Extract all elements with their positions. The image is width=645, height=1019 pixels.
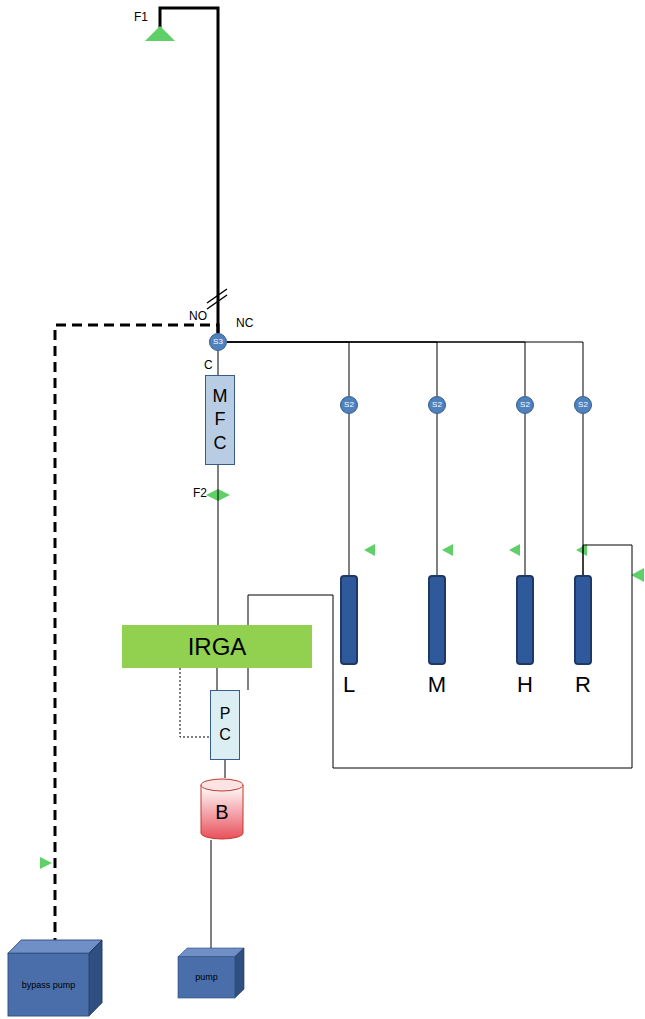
node-text: H [510, 672, 540, 697]
node-text: R [568, 672, 598, 697]
valve-circle: S2 [574, 396, 592, 414]
flow-connector [217, 668, 218, 690]
flow-connector [437, 414, 438, 575]
sample-tube: H [510, 575, 540, 697]
flow-label: NO [189, 309, 207, 323]
sample-tube: M [422, 575, 452, 697]
tube-body [516, 575, 534, 665]
buffer-cylinder: B [200, 778, 244, 840]
sample-tube: L [334, 575, 364, 697]
node-text: IRGA [188, 633, 247, 661]
flow-connector [225, 760, 226, 778]
node-text: bypass pump [22, 980, 76, 990]
flow-connector [180, 668, 210, 737]
node-text: S2 [578, 400, 588, 409]
flow-marker [442, 544, 453, 556]
flow-marker [364, 544, 375, 556]
flow-connector [218, 351, 219, 375]
flow-connector [218, 465, 219, 625]
flow-connector [227, 342, 525, 396]
flow-marker [576, 544, 587, 556]
flow-marker [40, 857, 52, 869]
node-text: S2 [344, 400, 354, 409]
flow-label: F2 [193, 486, 207, 500]
valve-circle: S2 [516, 396, 534, 414]
flow-marker [631, 568, 644, 582]
node-text: M F C [212, 385, 228, 455]
flow-label: C [204, 358, 213, 372]
valve-circle: S2 [340, 396, 358, 414]
tube-body [428, 575, 446, 665]
pressure-controller: P C [210, 690, 240, 760]
irga-stub [248, 668, 249, 690]
valve-circle: S2 [428, 396, 446, 414]
node-text: L [334, 672, 364, 697]
flow-label: NC [236, 316, 253, 330]
flow-connector [227, 342, 349, 396]
break-mark [207, 295, 227, 309]
inlet-line [160, 8, 218, 333]
node-text: M [422, 672, 452, 697]
gas-analyzer: IRGA [122, 625, 312, 668]
flow-label: F1 [134, 10, 148, 24]
pump-outline [8, 940, 102, 1016]
flow-connector [349, 414, 350, 575]
tube-body [574, 575, 592, 665]
flow-connector [211, 840, 212, 948]
tube-body [340, 575, 358, 665]
flow-connector [227, 342, 437, 396]
break-mark [207, 289, 227, 303]
node-text: S3 [213, 337, 223, 346]
flow-connector [227, 342, 583, 396]
bypass-pump: bypass pump [8, 940, 102, 1016]
node-text: S2 [432, 400, 442, 409]
flow-connector [525, 414, 526, 575]
sample-tube: R [568, 575, 598, 697]
inlet-filter [145, 26, 175, 41]
node-text: P C [219, 704, 231, 746]
node-text: B [215, 801, 228, 824]
flow-controller: M F C [205, 375, 235, 465]
valve-circle: S3 [209, 333, 227, 351]
node-text: pump [195, 972, 218, 982]
flow-marker [509, 544, 520, 556]
node-text: S2 [520, 400, 530, 409]
pump-box: pump [178, 948, 244, 998]
